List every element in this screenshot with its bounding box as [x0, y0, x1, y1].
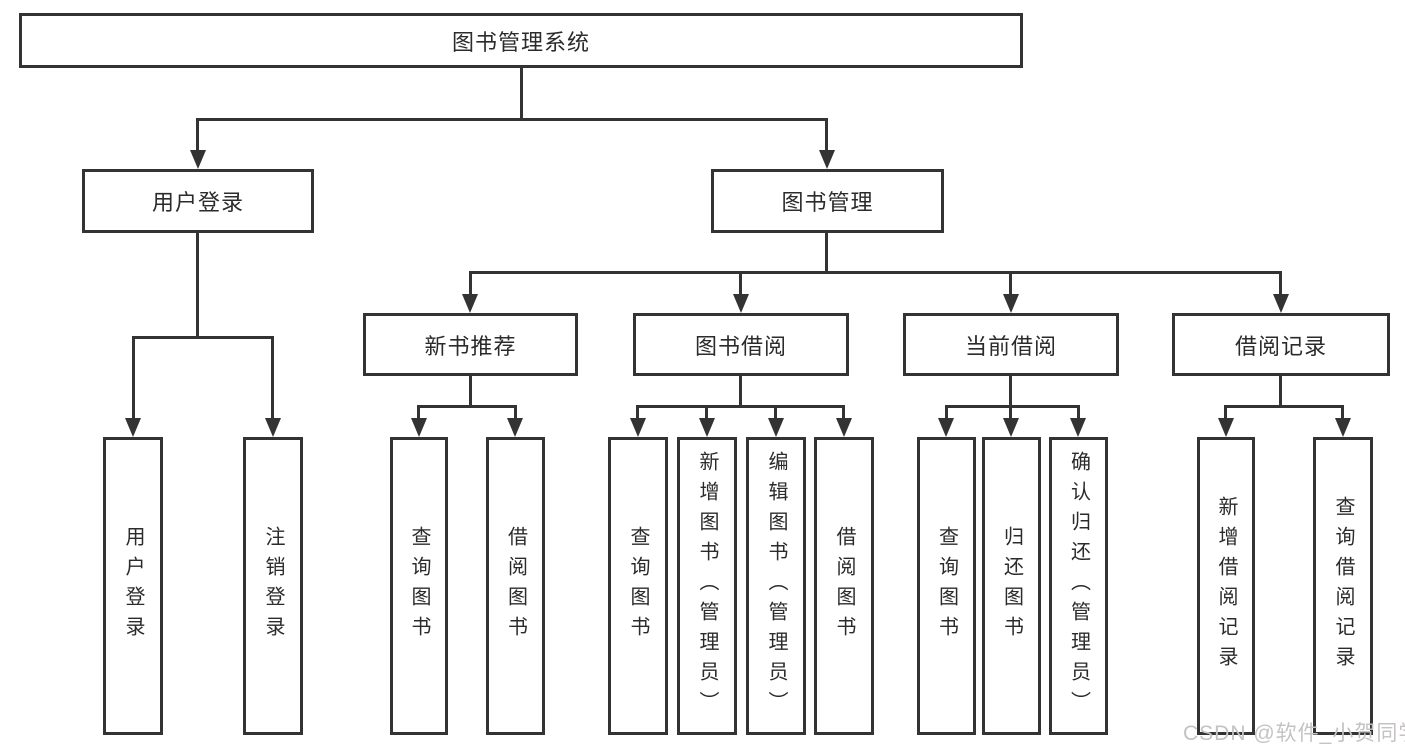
leaf-return-books: 归还图书 [982, 437, 1041, 735]
arrow-down-icon [819, 150, 835, 169]
connector-vline [417, 405, 420, 421]
connector-vline [739, 271, 742, 297]
node-current-borrow-label: 当前借阅 [964, 333, 1057, 359]
arrow-down-icon [507, 418, 523, 437]
leaf-query-books-current-label: 查询图书 [935, 526, 958, 646]
node-book-management-label: 图书管理 [781, 190, 874, 215]
node-root: 图书管理系统 [19, 13, 1023, 68]
arrow-down-icon [190, 150, 206, 169]
connector-vline [1341, 405, 1344, 421]
connector-vline [636, 405, 639, 421]
node-book-management: 图书管理 [711, 169, 944, 233]
node-root-label: 图书管理系统 [451, 29, 590, 55]
connector-hline [945, 405, 1080, 408]
node-borrow-records: 借阅记录 [1172, 313, 1390, 376]
connector-vline [1077, 405, 1080, 421]
connector-vline [132, 336, 135, 421]
leaf-borrow-books-recommend-label: 借阅图书 [504, 526, 527, 646]
leaf-borrow-books-recommend: 借阅图书 [486, 437, 545, 735]
node-new-book-recommend: 新书推荐 [363, 313, 578, 376]
node-current-borrow: 当前借阅 [903, 313, 1119, 376]
connector-vline [271, 336, 274, 421]
connector-vline [469, 271, 472, 297]
node-user-login: 用户登录 [82, 169, 314, 233]
connector-vline [705, 405, 708, 421]
leaf-query-borrow-record-label: 查询借阅记录 [1332, 496, 1354, 676]
arrow-down-icon [699, 418, 715, 437]
leaf-return-books-label: 归还图书 [1000, 526, 1023, 646]
connector-vline [1224, 405, 1227, 421]
arrow-down-icon [1003, 418, 1019, 437]
leaf-query-books-borrow: 查询图书 [608, 437, 668, 735]
node-user-login-label: 用户登录 [151, 190, 244, 215]
connector-hline [1224, 405, 1344, 408]
leaf-query-books-current: 查询图书 [917, 437, 976, 735]
connector-hline [132, 336, 274, 339]
arrow-down-icon [1070, 418, 1086, 437]
leaf-user-login: 用户登录 [103, 437, 163, 735]
arrow-down-icon [836, 418, 852, 437]
connector-vline [520, 66, 523, 120]
leaf-query-borrow-record: 查询借阅记录 [1313, 437, 1373, 735]
connector-vline [514, 405, 517, 421]
leaf-query-books-recommend: 查询图书 [390, 437, 448, 735]
connector-vline [1009, 271, 1012, 297]
leaf-logout: 注销登录 [243, 437, 303, 735]
connector-vline [825, 118, 828, 153]
connector-vline [774, 405, 777, 421]
connector-hline [417, 405, 517, 408]
node-borrow-records-label: 借阅记录 [1234, 333, 1327, 359]
arrow-down-icon [1273, 294, 1289, 313]
arrow-down-icon [462, 294, 478, 313]
watermark: CSDN @软件_小贺同学 [1183, 722, 1405, 745]
arrow-down-icon [1335, 418, 1351, 437]
connector-vline [1009, 374, 1012, 407]
connector-vline [1279, 271, 1282, 297]
leaf-add-borrow-record: 新增借阅记录 [1197, 437, 1255, 735]
arrow-down-icon [125, 418, 141, 437]
leaf-borrow-books: 借阅图书 [814, 437, 874, 735]
connector-hline [196, 118, 827, 121]
leaf-add-borrow-record-label: 新增借阅记录 [1215, 496, 1237, 676]
node-book-borrow: 图书借阅 [633, 313, 849, 376]
arrow-down-icon [733, 294, 749, 313]
leaf-add-books-admin-label: 新增图书（管理员） [696, 451, 718, 721]
arrow-down-icon [938, 418, 954, 437]
leaf-user-login-label: 用户登录 [122, 526, 144, 646]
leaf-borrow-books-label: 借阅图书 [833, 526, 855, 646]
leaf-edit-books-admin: 编辑图书（管理员） [746, 437, 806, 735]
connector-vline [739, 374, 742, 407]
node-book-borrow-label: 图书借阅 [694, 333, 787, 359]
leaf-add-books-admin: 新增图书（管理员） [677, 437, 737, 735]
arrow-down-icon [411, 418, 427, 437]
connector-vline [196, 118, 199, 153]
connector-vline [842, 405, 845, 421]
leaf-query-books-borrow-label: 查询图书 [627, 526, 649, 646]
connector-vline [1279, 374, 1282, 407]
arrow-down-icon [768, 418, 784, 437]
leaf-query-books-recommend-label: 查询图书 [408, 526, 430, 646]
leaf-edit-books-admin-label: 编辑图书（管理员） [765, 451, 787, 721]
connector-vline [825, 231, 828, 273]
arrow-down-icon [630, 418, 646, 437]
arrow-down-icon [1003, 294, 1019, 313]
arrow-down-icon [1218, 418, 1234, 437]
connector-hline [636, 405, 845, 408]
connector-vline [945, 405, 948, 421]
leaf-confirm-return-admin-label: 确认归还（管理员） [1067, 451, 1090, 721]
connector-vline [469, 374, 472, 407]
node-new-book-recommend-label: 新书推荐 [424, 333, 517, 359]
connector-vline [1009, 405, 1012, 421]
connector-hline [469, 271, 1281, 274]
leaf-confirm-return-admin: 确认归还（管理员） [1049, 437, 1108, 735]
arrow-down-icon [265, 418, 281, 437]
connector-vline [196, 231, 199, 338]
leaf-logout-label: 注销登录 [262, 526, 284, 646]
